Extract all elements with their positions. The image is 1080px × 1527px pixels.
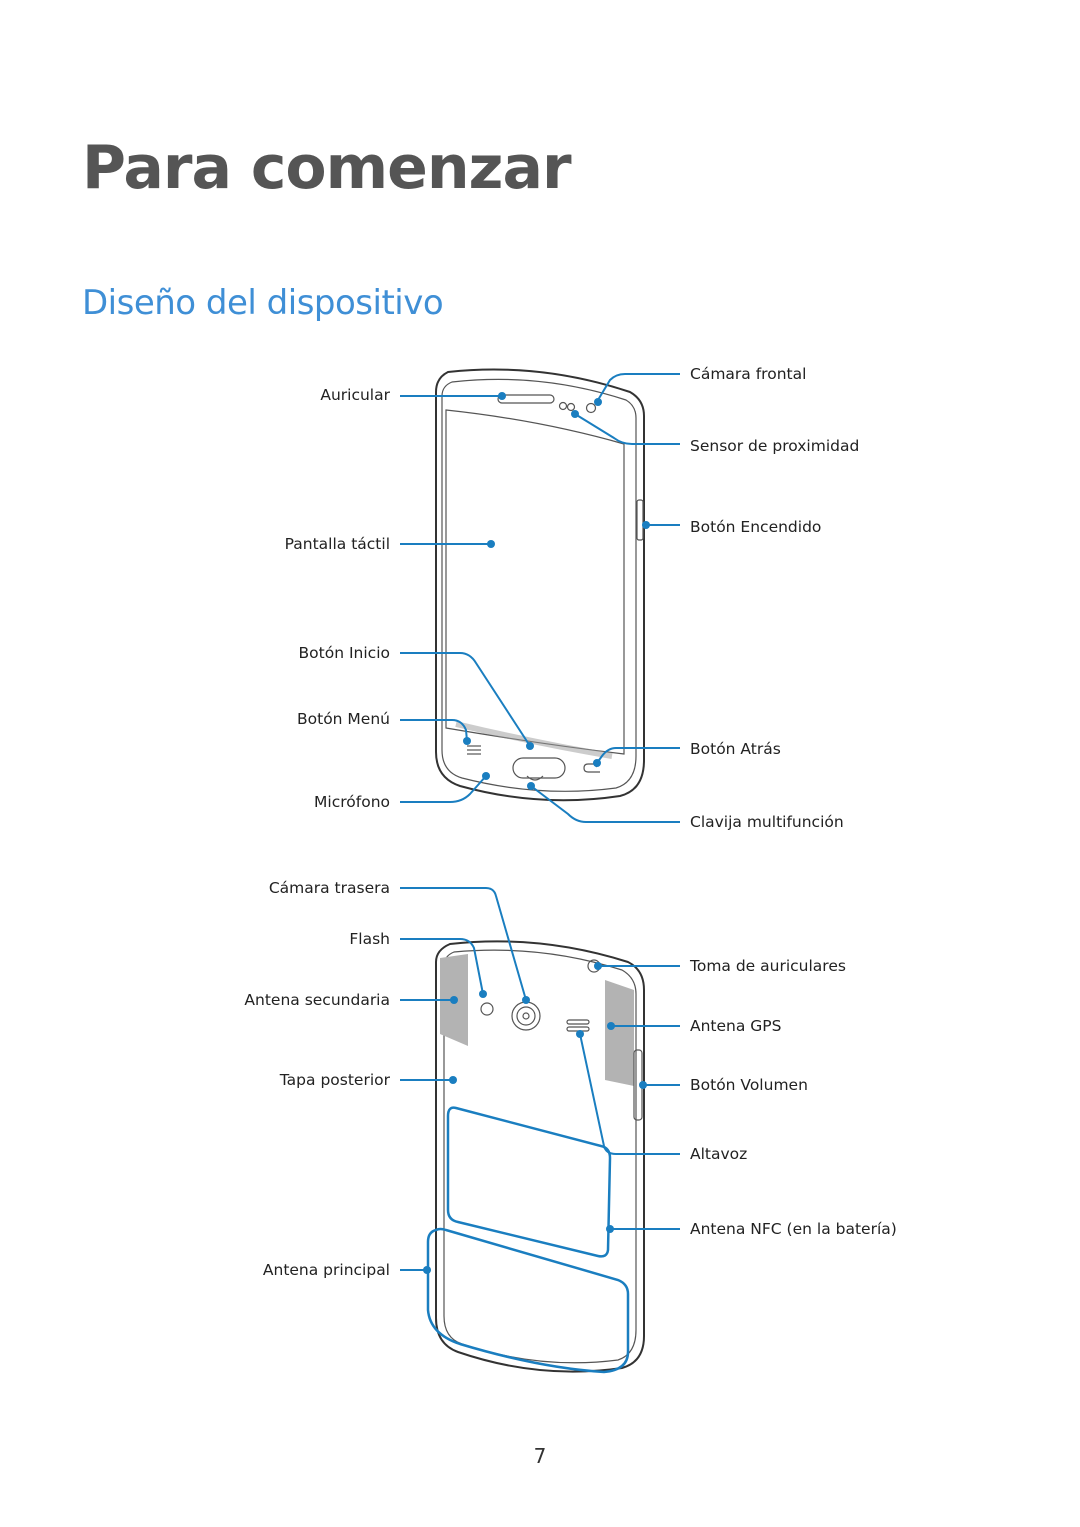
label-clavija-multifuncion: Clavija multifunción <box>690 813 844 831</box>
label-boton-inicio: Botón Inicio <box>298 644 390 662</box>
label-toma-auriculares: Toma de auriculares <box>690 957 846 975</box>
label-pantalla-tactil: Pantalla táctil <box>284 535 390 553</box>
label-antena-gps: Antena GPS <box>690 1017 782 1035</box>
chapter-title: Para comenzar <box>82 133 572 203</box>
main-antenna-outline <box>426 1227 630 1374</box>
front-camera-icon <box>585 402 597 414</box>
label-boton-encendido: Botón Encendido <box>690 518 822 536</box>
speaker-grille-icon <box>566 1019 590 1032</box>
section-title: Diseño del dispositivo <box>82 283 444 323</box>
label-altavoz: Altavoz <box>690 1145 748 1163</box>
label-antena-nfc: Antena NFC (en la batería) <box>690 1220 897 1238</box>
label-boton-atras: Botón Atrás <box>690 740 781 758</box>
label-boton-volumen: Botón Volumen <box>690 1076 808 1094</box>
back-callouts <box>400 887 680 1274</box>
earpiece-grille <box>497 394 555 404</box>
home-button-shape <box>512 757 566 779</box>
label-microfono: Micrófono <box>314 793 390 811</box>
menu-key-icon <box>467 745 481 755</box>
nfc-antenna-outline <box>446 1106 612 1258</box>
power-key-shape <box>636 499 644 541</box>
label-antena-principal: Antena principal <box>262 1261 390 1279</box>
back-phone-illustration <box>426 940 645 1374</box>
label-flash: Flash <box>349 930 390 948</box>
front-callouts <box>400 373 680 823</box>
label-boton-menu: Botón Menú <box>297 710 390 728</box>
label-sensor-proximidad: Sensor de proximidad <box>690 437 860 455</box>
label-auricular: Auricular <box>320 386 390 404</box>
gps-antenna-area <box>605 980 634 1086</box>
page-number: 7 <box>533 1444 547 1468</box>
flash-icon <box>480 1002 494 1016</box>
rear-camera-icon <box>511 1001 541 1031</box>
label-tapa-posterior: Tapa posterior <box>279 1071 390 1089</box>
label-camara-trasera: Cámara trasera <box>268 879 390 897</box>
label-camara-frontal: Cámara frontal <box>690 365 807 383</box>
label-antena-secundaria: Antena secundaria <box>244 991 390 1009</box>
